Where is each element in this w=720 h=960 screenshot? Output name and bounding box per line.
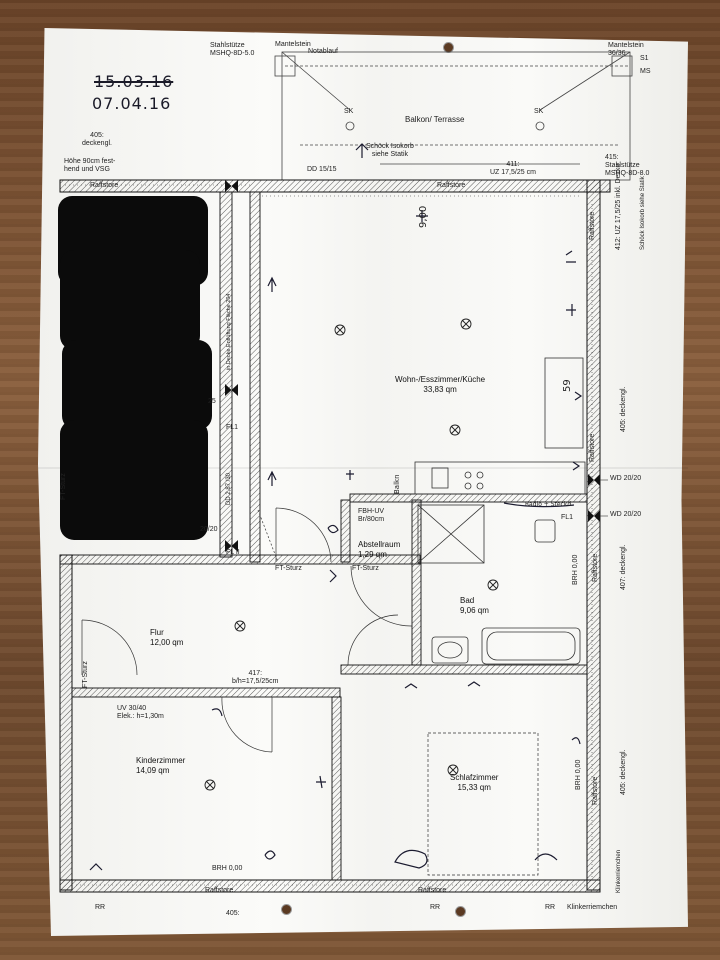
railing-note: Höhe 90cm fest-hend und VSG <box>64 158 116 174</box>
raffstore-bottom-label: Raffstore <box>205 887 234 894</box>
raffstore-label: Raffstore <box>592 776 599 805</box>
sk-label: SK <box>344 108 354 115</box>
mantelstein-label: Mantelstein <box>275 41 311 48</box>
sk-label: SK <box>534 108 544 115</box>
revised-date: 07.04.16 <box>92 94 172 113</box>
dd-label: DD 15/15 <box>307 166 337 173</box>
punch-hole <box>455 906 466 917</box>
ceiling-light-symbols <box>204 318 499 791</box>
klinker-label: Klinkerriemchen <box>616 849 622 893</box>
brh-label: BRH 0,00 <box>575 759 582 790</box>
redaction-block <box>60 420 208 540</box>
fl-label: FL1 <box>226 424 239 431</box>
door-swings <box>81 507 413 753</box>
exterior-walls <box>59 179 611 893</box>
raffstore-label: Raffstore <box>437 182 466 189</box>
405-bottom-label: 405: <box>226 910 240 917</box>
dd-vertical-label: DD 2,87 /30 <box>226 472 232 505</box>
crossed-out-date: 15.03.16 <box>94 72 174 91</box>
window-markers <box>225 180 600 552</box>
brh-bottom-label: BRH 0,00 <box>212 865 243 872</box>
klinker-bottom-label: Klinkerriemchen <box>567 904 618 911</box>
s1-label: S1 <box>640 55 649 62</box>
raffstore-bottom-label: Raffstore <box>418 887 447 894</box>
wd-label: WD 20/20 <box>610 475 642 482</box>
rr-label: RR <box>545 904 556 911</box>
412-label: 412: UZ 17,5/25 inkl. Decke <box>615 163 622 250</box>
punch-hole <box>281 904 292 915</box>
entluftung-label: in Decke Entlüftung Fläche 204 <box>226 293 232 370</box>
9-00-hand-note: 9,00 <box>418 205 429 228</box>
bed-outline <box>427 732 539 876</box>
raffstore-label: Raffstore <box>589 433 596 462</box>
rr-label: RR <box>430 904 441 911</box>
punch-hole <box>443 42 454 53</box>
raffstore-label: Raffstore <box>592 553 599 582</box>
raffstore-label: Raffstore <box>90 182 119 189</box>
kitchen-counter <box>414 357 586 495</box>
411-label: 411:UZ 17,5/25 cm <box>490 161 536 177</box>
ft-sturz-label: FT-Sturz <box>82 661 89 688</box>
paper-fold-line <box>38 467 688 469</box>
417-label: 417:b/h=17,5/25cm <box>232 670 279 686</box>
405-label: 405:deckengl. <box>82 132 112 148</box>
fl-ii-label: FL II <box>226 549 240 556</box>
handwritten-marks <box>89 143 583 871</box>
407-label: 407: deckengl. <box>620 544 627 590</box>
rr-label: RR <box>95 904 106 911</box>
2020-label: 20/20 <box>200 526 218 533</box>
fl1-label: FL1 <box>561 514 574 521</box>
balkon-hand-note: Balkn <box>393 474 401 494</box>
brh-label: BRH 0,00 <box>572 554 579 585</box>
ft-sturz-label: FT-Sturz <box>275 565 302 572</box>
balkon-label: Balkon/ Terrasse <box>405 115 465 124</box>
raffstore-label: Raffstore <box>589 211 596 240</box>
59-hand-note: 59 <box>562 379 573 392</box>
interior-walls <box>59 191 588 881</box>
redaction-block <box>60 250 200 350</box>
ft-sturz-label: FT-Sturz <box>60 473 67 500</box>
405-right-label: 405: deckengl. <box>620 386 627 432</box>
notablauf-label: Notablauf <box>308 48 338 55</box>
radio-note: Radio + Steckd. <box>525 501 574 508</box>
405-right-lower-label: 405: deckengl. <box>620 749 627 795</box>
redaction-block <box>62 340 212 430</box>
wd-label: WD 20/20 <box>610 511 642 518</box>
25-label: 25 <box>208 398 216 405</box>
bathroom-fixtures <box>417 504 581 665</box>
ms-label: MS <box>640 68 651 75</box>
schoeck-right-label: Schöck Isokorb siehe Statik <box>640 176 646 250</box>
ft-sturz-label: FT-Sturz <box>352 565 379 572</box>
